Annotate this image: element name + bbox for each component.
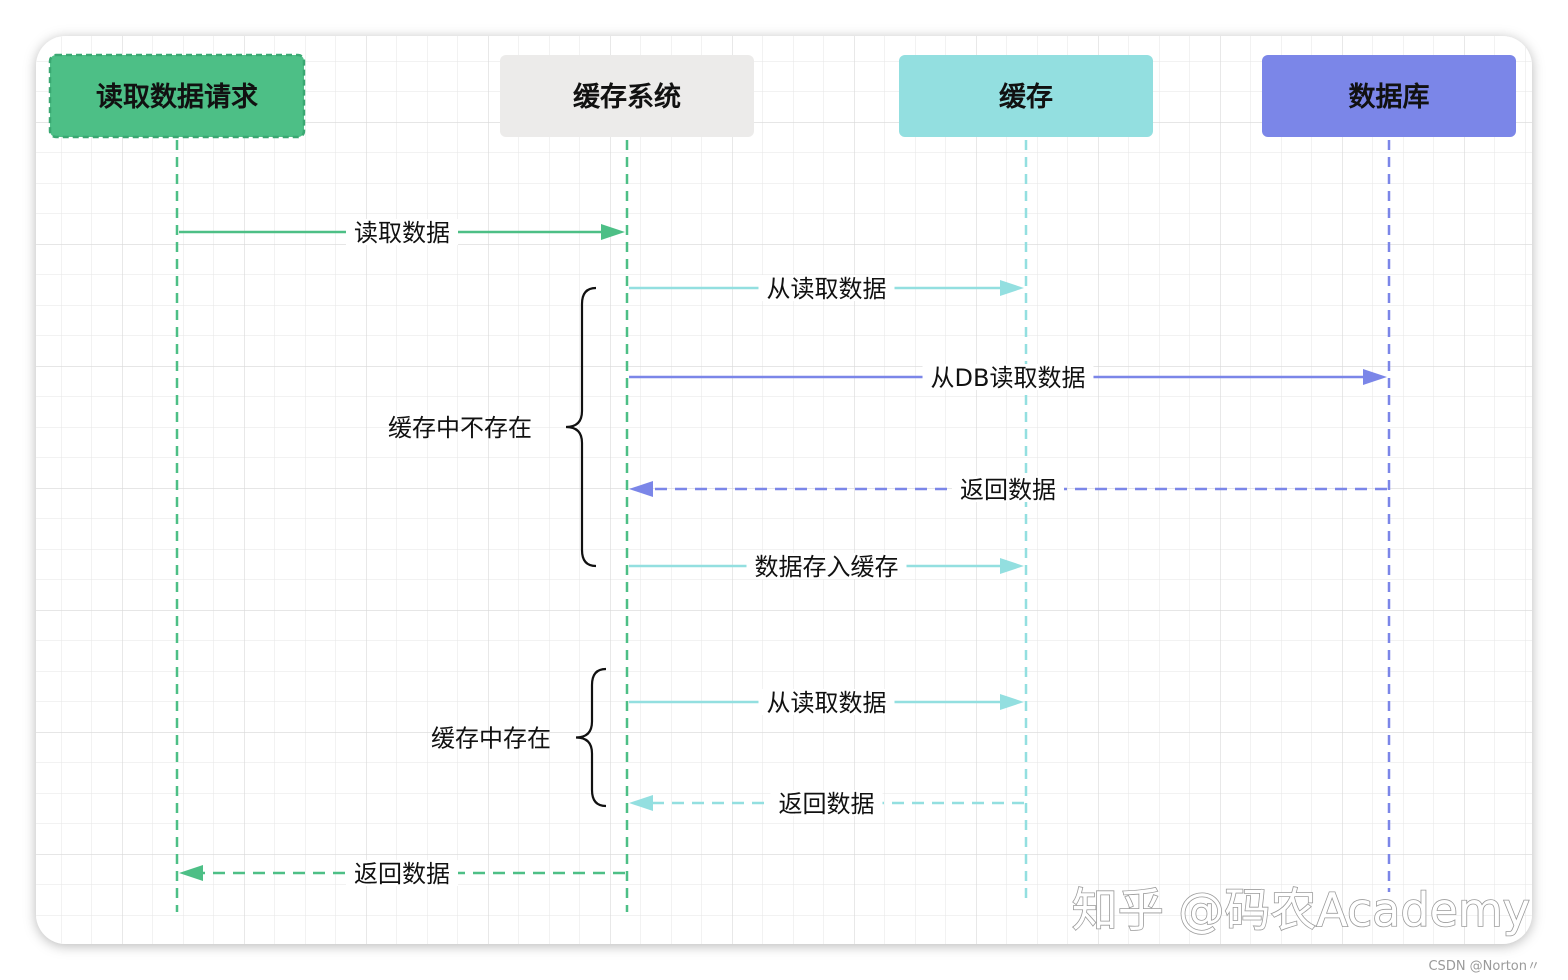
actor-box [1262,55,1516,137]
arrowhead [179,865,203,881]
message-label: 从读取数据 [767,275,887,303]
message-label: 读取数据 [354,219,450,247]
actor-label: 缓存 [999,82,1053,113]
group-brace: 缓存中不存在 [388,286,597,568]
message-arrow: 返回数据 [179,860,625,888]
message-label: 从读取数据 [767,689,887,717]
actor-box [899,55,1153,137]
message-arrow: 读取数据 [179,219,625,247]
actor-cache: 缓存 [899,55,1153,137]
message-label: 返回数据 [354,860,450,888]
message-label-bg [770,790,883,816]
actor-cache-system: 缓存系统 [500,55,754,137]
message-label: 从DB读取数据 [931,364,1086,392]
message-arrow: 数据存入缓存 [629,553,1024,581]
actor-request: 读取数据请求 [48,53,306,139]
arrowhead [1000,558,1024,574]
message-label-bg [952,476,1064,502]
actors: 读取数据请求 缓存系统 缓存 数据库 [48,53,1516,139]
message-label: 数据存入缓存 [755,553,899,581]
brace-shape [575,667,607,808]
message-arrow: 从DB读取数据 [629,364,1387,392]
message-label: 返回数据 [779,790,875,818]
brace-shape [565,286,597,568]
actor-database: 数据库 [1262,55,1516,137]
arrowhead [1000,694,1024,710]
actor-label: 数据库 [1349,82,1430,113]
group-label: 缓存中不存在 [388,414,532,442]
credit-text: CSDN @Norton〃 [1428,959,1540,974]
arrowhead [1363,369,1387,385]
message-label-bg [922,364,1094,390]
message-arrow: 从读取数据 [629,275,1024,303]
message-arrow: 返回数据 [629,476,1387,504]
actor-box [48,53,306,139]
arrowhead [1000,280,1024,296]
actor-box [500,55,754,137]
message-arrow: 返回数据 [629,790,1024,818]
arrowhead [601,224,625,240]
message-label-bg [346,219,458,245]
message-label-bg [758,689,895,715]
group-label: 缓存中存在 [431,725,551,753]
actor-label: 读取数据请求 [96,82,258,113]
watermark: 知乎 @码农Academy [1072,883,1530,937]
actor-label: 缓存系统 [573,81,681,113]
message-label-bg [758,275,895,301]
message-arrow: 从读取数据 [629,689,1024,717]
message-label-bg [346,860,458,886]
group-brace: 缓存中存在 [431,667,607,808]
message-label-bg [746,553,907,579]
message-label: 返回数据 [960,476,1056,504]
arrowhead [629,481,653,497]
arrowhead [629,795,653,811]
lifelines [175,140,1391,912]
